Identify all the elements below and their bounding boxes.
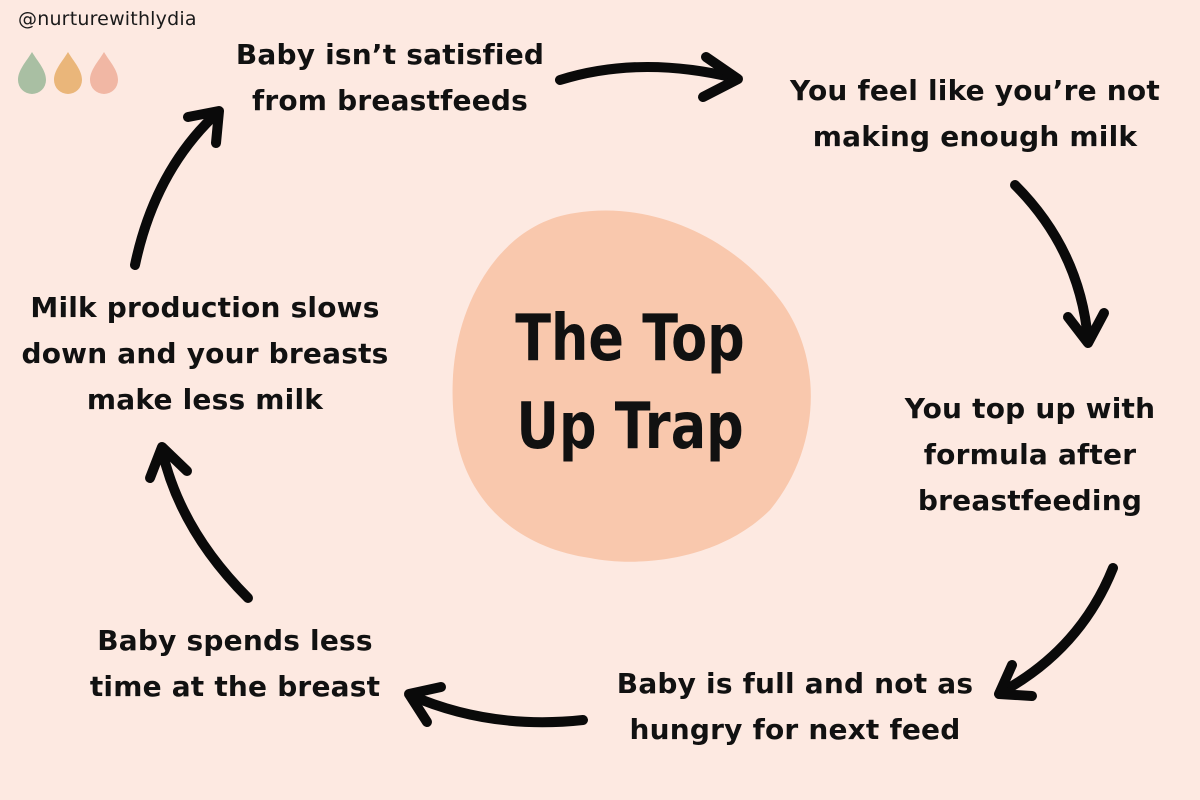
author-handle: @nurturewithlydia bbox=[18, 8, 197, 30]
logo-drops bbox=[18, 52, 118, 94]
arrowhead-6-to-1 bbox=[183, 106, 224, 148]
cycle-step-milk-production-slows: Milk production slows down and your brea… bbox=[21, 291, 389, 416]
cycle-step-baby-not-satisfied: Baby isn’t satisfied from breastfeeds bbox=[235, 38, 545, 117]
arrowhead-2-to-3 bbox=[1063, 308, 1109, 348]
arrow-6-to-1 bbox=[130, 107, 223, 270]
cycle-step-less-time-at-breast: Baby spends less time at the breast bbox=[89, 624, 381, 703]
green-drop-icon bbox=[18, 52, 46, 94]
arrowhead-4-to-5 bbox=[404, 682, 446, 727]
arrow-4-to-5 bbox=[405, 690, 588, 728]
amber-drop-icon bbox=[54, 52, 82, 94]
center-blob bbox=[452, 210, 811, 562]
pink-drop-icon bbox=[90, 52, 118, 94]
arrowhead-1-to-2 bbox=[698, 52, 743, 102]
arrowhead-3-to-4 bbox=[994, 660, 1037, 701]
cycle-step-baby-full: Baby is full and not as hungry for next … bbox=[616, 667, 974, 746]
diagram-title: The Top Up Trap bbox=[515, 302, 745, 464]
arrowhead-5-to-6 bbox=[145, 442, 192, 483]
cycle-step-not-enough-milk: You feel like you’re not making enough m… bbox=[790, 74, 1160, 153]
arrow-2-to-3 bbox=[1010, 180, 1093, 345]
arrow-1-to-2 bbox=[555, 62, 740, 85]
arrow-5-to-6 bbox=[157, 445, 253, 603]
cycle-step-top-up-formula: You top up with formula after breastfeed… bbox=[904, 392, 1156, 517]
arrow-3-to-4 bbox=[995, 563, 1118, 698]
